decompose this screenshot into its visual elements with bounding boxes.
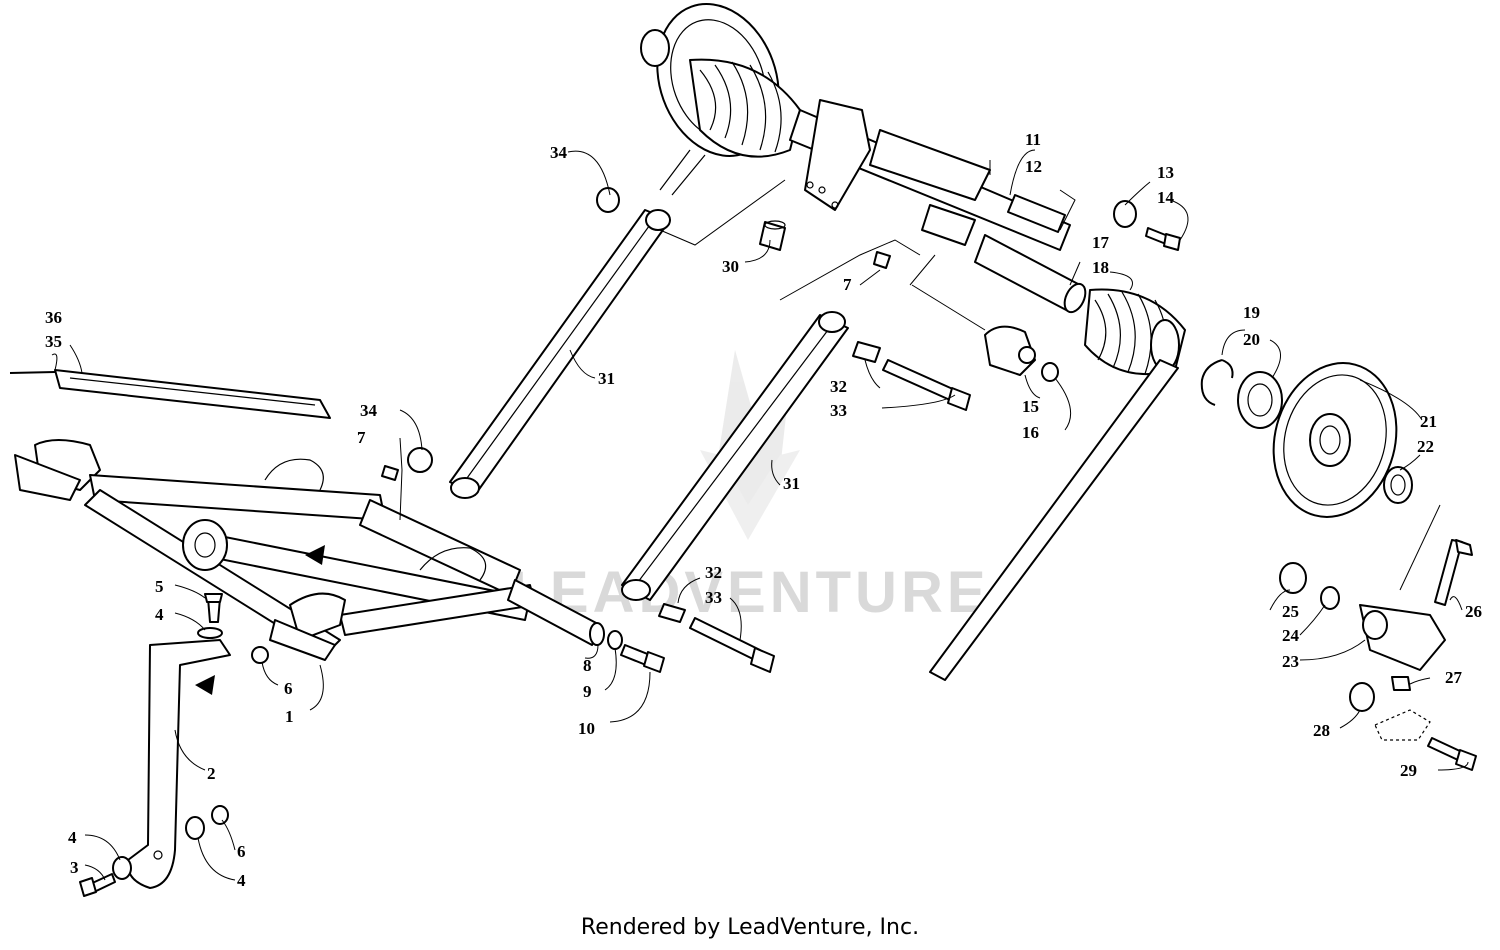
callout-4-left: 4 (68, 828, 77, 847)
callout-4-top: 4 (155, 605, 164, 624)
callout-labels: 1 2 3 4 4 4 5 6 6 7 7 8 9 10 11 12 13 14… (45, 130, 1482, 890)
rear-arm-link-31-lower (621, 311, 849, 601)
washer-plate-dashed (1374, 709, 1431, 741)
snap-ring-19 (1200, 359, 1234, 406)
callout-29: 29 (1400, 761, 1417, 780)
callout-35: 35 (45, 332, 62, 351)
callout-6-bottom: 6 (237, 842, 246, 861)
callout-6-mid: 6 (284, 679, 293, 698)
callout-31-upper: 31 (598, 369, 615, 388)
callout-36: 36 (45, 308, 62, 327)
grease-fitting-7-top (873, 251, 891, 269)
bolt-29 (1427, 737, 1477, 771)
washer-24 (1320, 586, 1340, 610)
callout-8: 8 (583, 656, 592, 675)
sleeve-17 (974, 234, 1087, 314)
callout-19: 19 (1243, 303, 1260, 322)
limiter-strap-35 (54, 369, 331, 419)
footer-credit: Rendered by LeadVenture, Inc. (580, 915, 920, 940)
callout-21: 21 (1420, 412, 1437, 431)
callout-32-upper: 32 (830, 377, 847, 396)
callout-31-lower: 31 (783, 474, 800, 493)
callout-13: 13 (1157, 163, 1174, 182)
adjuster-block-23 (1359, 604, 1446, 671)
callout-1: 1 (285, 707, 294, 726)
callout-10: 10 (578, 719, 595, 738)
bearing-20 (1237, 371, 1283, 429)
watermark-text: LEADVENTURE (510, 560, 989, 625)
callout-16: 16 (1022, 423, 1039, 442)
torsion-spring-18 (929, 288, 1186, 681)
callout-34-top: 34 (550, 143, 568, 162)
bushing-30 (759, 220, 786, 251)
nut-34-top (596, 187, 620, 213)
washer-4-bottom-left (112, 856, 132, 880)
washer-9 (607, 630, 623, 650)
rear-axle-shaft (789, 99, 1071, 251)
bolt-10 (620, 644, 665, 673)
callout-17: 17 (1092, 233, 1110, 252)
front-arm-frame-1 (14, 439, 536, 661)
callout-32-lower: 32 (705, 563, 722, 582)
callout-12: 12 (1025, 157, 1042, 176)
bearing-22 (1383, 466, 1413, 504)
callout-33-upper: 33 (830, 401, 847, 420)
callout-24: 24 (1282, 626, 1300, 645)
rear-idler-wheel-21 (1272, 362, 1398, 518)
spacer-32-upper (852, 341, 881, 363)
cable-36 (9, 371, 56, 374)
bushing-25 (1279, 562, 1307, 594)
callout-3: 3 (70, 858, 79, 877)
callout-20: 20 (1243, 330, 1260, 349)
washer-4-bottom-right (185, 816, 205, 840)
callout-23: 23 (1282, 652, 1299, 671)
callout-9: 9 (583, 682, 592, 701)
callout-18: 18 (1092, 258, 1109, 277)
callout-11: 11 (1025, 130, 1041, 149)
callout-7-left: 7 (357, 428, 366, 447)
bushing-28 (1349, 682, 1375, 712)
spring-cup-15 (984, 325, 1036, 376)
bolt-3 (79, 873, 116, 897)
callout-7-top: 7 (843, 275, 852, 294)
bolt-14 (1145, 227, 1181, 251)
axle-bushing-12 (1007, 194, 1066, 233)
nut-6-mid (251, 646, 269, 664)
callout-34-mid: 34 (360, 401, 378, 420)
direction-arrows (195, 545, 325, 695)
callout-5: 5 (155, 577, 164, 596)
grease-fitting-7-left (381, 465, 399, 481)
nut-27 (1391, 676, 1411, 691)
washer-16 (1041, 362, 1059, 382)
callout-4-right: 4 (237, 871, 246, 890)
callout-15: 15 (1022, 397, 1039, 416)
spacer-13 (1113, 200, 1137, 228)
leader-lines (51, 149, 1469, 881)
callout-26: 26 (1465, 602, 1482, 621)
callout-25: 25 (1282, 602, 1299, 621)
axle-8 (507, 579, 605, 646)
callout-33-lower: 33 (705, 588, 722, 607)
callout-30: 30 (722, 257, 739, 276)
bolt-5 (204, 593, 223, 623)
bolt-26 (1434, 539, 1473, 606)
bolt-33-lower (689, 617, 775, 673)
callout-28: 28 (1313, 721, 1330, 740)
rear-arm-link-31-upper (449, 209, 671, 499)
callout-2: 2 (207, 764, 216, 783)
callout-27: 27 (1445, 668, 1463, 687)
nut-6-bottom (211, 805, 229, 825)
nut-34-mid (407, 447, 433, 473)
callout-14: 14 (1157, 188, 1175, 207)
bolt-33-upper (882, 359, 971, 411)
spacer-32-lower (658, 603, 686, 623)
callout-22: 22 (1417, 437, 1434, 456)
washer-4-top (197, 627, 223, 639)
